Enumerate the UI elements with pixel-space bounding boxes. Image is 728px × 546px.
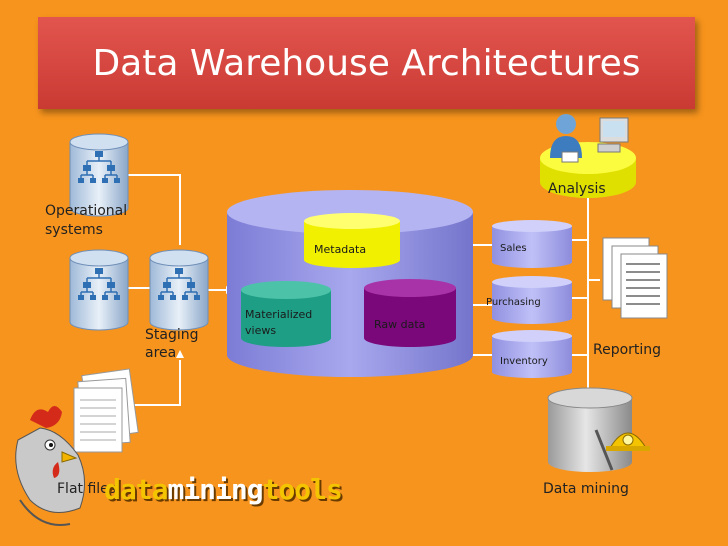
operational-db-icon-1	[69, 133, 129, 217]
rooster-mascot-icon	[15, 406, 85, 526]
logo-part-data: data	[104, 473, 168, 506]
materialized-views-label-2: views	[245, 324, 277, 337]
slide-title: Data Warehouse Architectures	[92, 43, 641, 84]
staging-area-label-2: area	[145, 345, 177, 361]
raw-data-label: Raw data	[374, 318, 426, 331]
reporting-documents-icon	[602, 237, 668, 319]
purchasing-mart-cylinder	[492, 276, 572, 324]
data-mining-icon	[547, 387, 650, 472]
analysis-icon	[540, 114, 636, 198]
inventory-label: Inventory	[500, 356, 548, 367]
logo-part-mining: mining	[167, 473, 263, 506]
operational-systems-label: Operational	[45, 203, 128, 219]
inventory-mart-cylinder	[492, 330, 572, 378]
materialized-views-label: Materialized	[245, 308, 313, 321]
raw-data-cylinder	[364, 279, 456, 347]
operational-systems-label-2: systems	[45, 222, 103, 238]
logo-part-tools: tools	[262, 473, 343, 506]
title-bar: Data Warehouse Architectures	[38, 17, 695, 109]
connector-lines	[126, 174, 600, 406]
staging-db-icon	[149, 249, 209, 331]
dataminingtools-logo: dataminingtools	[104, 473, 343, 506]
sales-mart-cylinder	[492, 220, 572, 268]
analysis-label: Analysis	[548, 181, 606, 197]
staging-area-label: Staging	[145, 327, 199, 343]
metadata-label: Metadata	[314, 243, 367, 256]
flat-files-icon	[73, 368, 139, 453]
reporting-label: Reporting	[593, 342, 662, 358]
data-mining-label: Data mining	[543, 481, 629, 497]
materialized-views-cylinder	[241, 281, 331, 347]
operational-db-icon-2	[69, 249, 129, 331]
sales-label: Sales	[500, 243, 527, 254]
flat-files-label: Flat files	[57, 481, 117, 497]
purchasing-label: Purchasing	[486, 297, 541, 308]
metadata-cylinder	[304, 213, 400, 268]
